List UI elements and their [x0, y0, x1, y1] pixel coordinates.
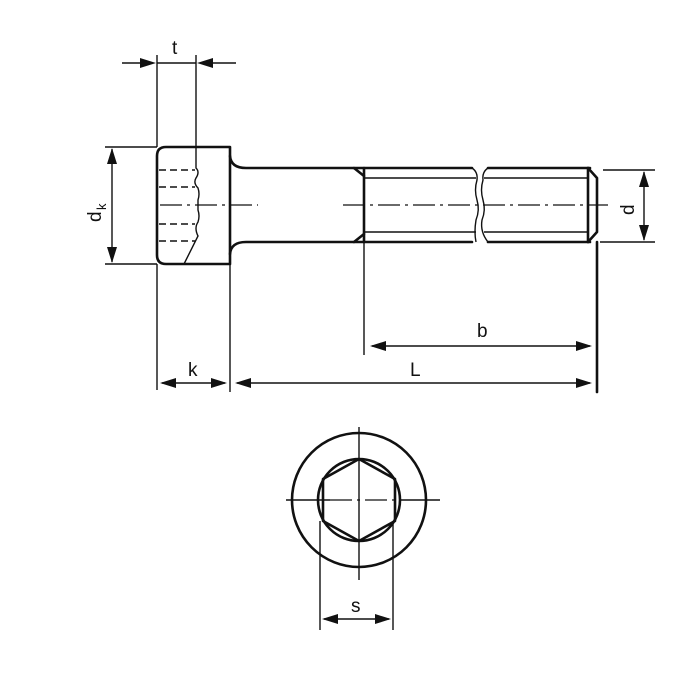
label-L: L	[410, 360, 421, 381]
label-d: d	[618, 204, 639, 215]
shank-top-edge	[228, 154, 366, 178]
end-view: s	[286, 427, 440, 630]
label-dk: d	[85, 211, 106, 222]
dimension-s: s	[319, 521, 394, 630]
socket-hidden-lines	[159, 147, 200, 265]
dimension-L: L	[235, 360, 592, 388]
shank-bottom-edge	[228, 232, 366, 256]
dimension-b: b	[370, 321, 592, 351]
dimensions: t d k d	[85, 38, 655, 394]
label-b: b	[477, 321, 488, 342]
side-view	[155, 145, 608, 266]
dimension-k: k	[160, 360, 227, 388]
label-dk-subscript: k	[94, 203, 109, 210]
label-k: k	[188, 360, 198, 381]
dimension-d: d	[600, 169, 655, 243]
dimension-t: t	[122, 38, 236, 147]
break-line-right	[480, 167, 489, 243]
label-t: t	[172, 38, 178, 59]
break-line-left	[471, 167, 479, 243]
label-s: s	[351, 596, 361, 617]
dimension-dk: d k	[85, 146, 157, 265]
screw-head-outline	[155, 145, 232, 266]
